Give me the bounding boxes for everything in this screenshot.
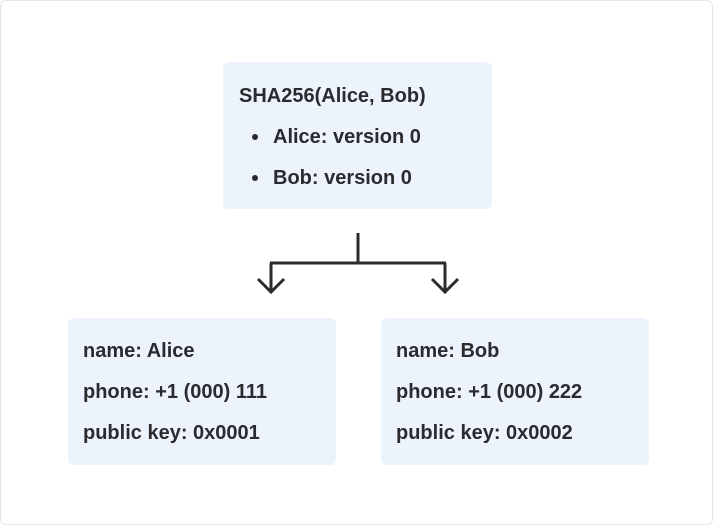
hash-node-item-label: Bob: version 0 [273,167,412,189]
record-node-bob: name: Bob phone: +1 (000) 222 public key… [381,318,649,465]
record-public-key: public key: 0x0001 [83,422,260,444]
record-phone: phone: +1 (000) 111 [83,381,267,403]
hash-node-item-alice: Alice: version 0 [239,127,492,147]
hash-node-title: SHA256(Alice, Bob) [239,85,426,107]
hash-node-item-bob: Bob: version 0 [239,168,492,188]
bullet-icon [252,175,258,181]
bullet-icon [252,134,258,140]
hash-node: SHA256(Alice, Bob) Alice: version 0 Bob:… [223,62,492,209]
record-name: name: Bob [396,340,500,362]
record-name: name: Alice [83,340,195,362]
record-public-key: public key: 0x0002 [396,422,573,444]
record-node-alice: name: Alice phone: +1 (000) 111 public k… [68,318,336,465]
hash-node-item-label: Alice: version 0 [273,126,421,148]
record-phone: phone: +1 (000) 222 [396,381,583,403]
